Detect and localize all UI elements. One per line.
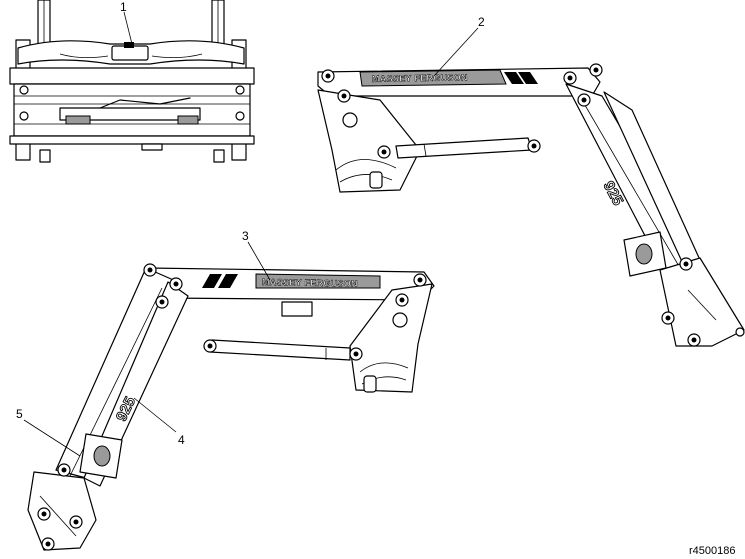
callout-2: 2: [478, 15, 485, 29]
loader-front-view: [9, 0, 255, 163]
callout-1: 1: [120, 0, 127, 14]
callout-leaders: [23, 11, 479, 457]
brand-decal-text-right: MASSEY FERGUSON: [372, 72, 468, 84]
callout-5: 5: [16, 407, 23, 421]
loader-arm-left-view: 925: [27, 263, 435, 551]
callout-4: 4: [178, 433, 185, 447]
callout-3: 3: [242, 229, 249, 243]
brand-decal-text-left: MASSEY FERGUSON: [262, 277, 358, 289]
drawing-reference-code: r4500186: [689, 545, 736, 557]
loader-arm-right-view: 925: [317, 63, 745, 347]
